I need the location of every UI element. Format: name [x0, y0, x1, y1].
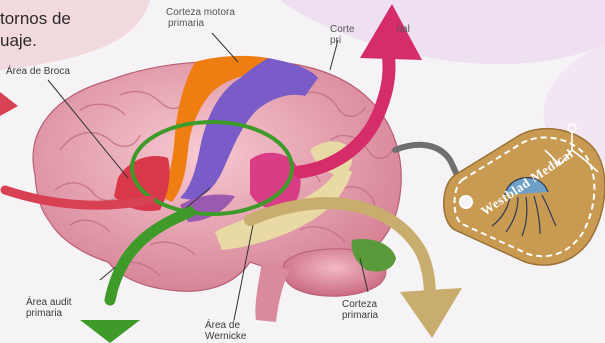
somatosensory-label-line-2: pri — [330, 35, 410, 46]
auditory-cortex-label: Área audit primaria — [26, 297, 72, 319]
header-text: tornos de uaje. — [0, 8, 71, 52]
auditory-label-line-2: primaria — [26, 308, 72, 319]
green-arrowhead — [80, 320, 140, 343]
somatosensory-cortex-label: Corte rial pri — [330, 24, 410, 46]
wernicke-label-line-1: Área de — [205, 320, 247, 331]
somatosensory-label-line-1: Corte — [330, 24, 354, 35]
wernicke-label-line-2: Wernicke — [205, 331, 247, 342]
motor-cortex-label: Corteza motora primaria — [166, 7, 235, 29]
pink-arrowhead-left-top — [0, 92, 18, 116]
visual-cortex-label: Corteza primaria — [342, 299, 378, 321]
motor-cortex-label-line-2: primaria — [166, 18, 235, 29]
visual-label-line-1: Corteza — [342, 299, 378, 310]
header-line-1: tornos de — [0, 8, 71, 30]
somatosensory-label-line-1-tail: rial — [396, 24, 409, 35]
motor-cortex-label-line-1: Corteza motora — [166, 7, 235, 18]
background-shape-top-right — [280, 0, 605, 64]
badge-hole — [460, 196, 472, 208]
brainstem — [255, 262, 290, 322]
westblad-medical-badge — [444, 124, 605, 265]
wernicke-area-label: Área de Wernicke — [205, 320, 247, 342]
brain — [33, 56, 401, 322]
header-line-2: uaje. — [0, 30, 71, 52]
auditory-label-line-1: Área audit — [26, 297, 72, 308]
visual-label-line-2: primaria — [342, 310, 378, 321]
tan-arrowhead — [400, 288, 462, 338]
broca-area-label: Área de Broca — [6, 66, 70, 77]
